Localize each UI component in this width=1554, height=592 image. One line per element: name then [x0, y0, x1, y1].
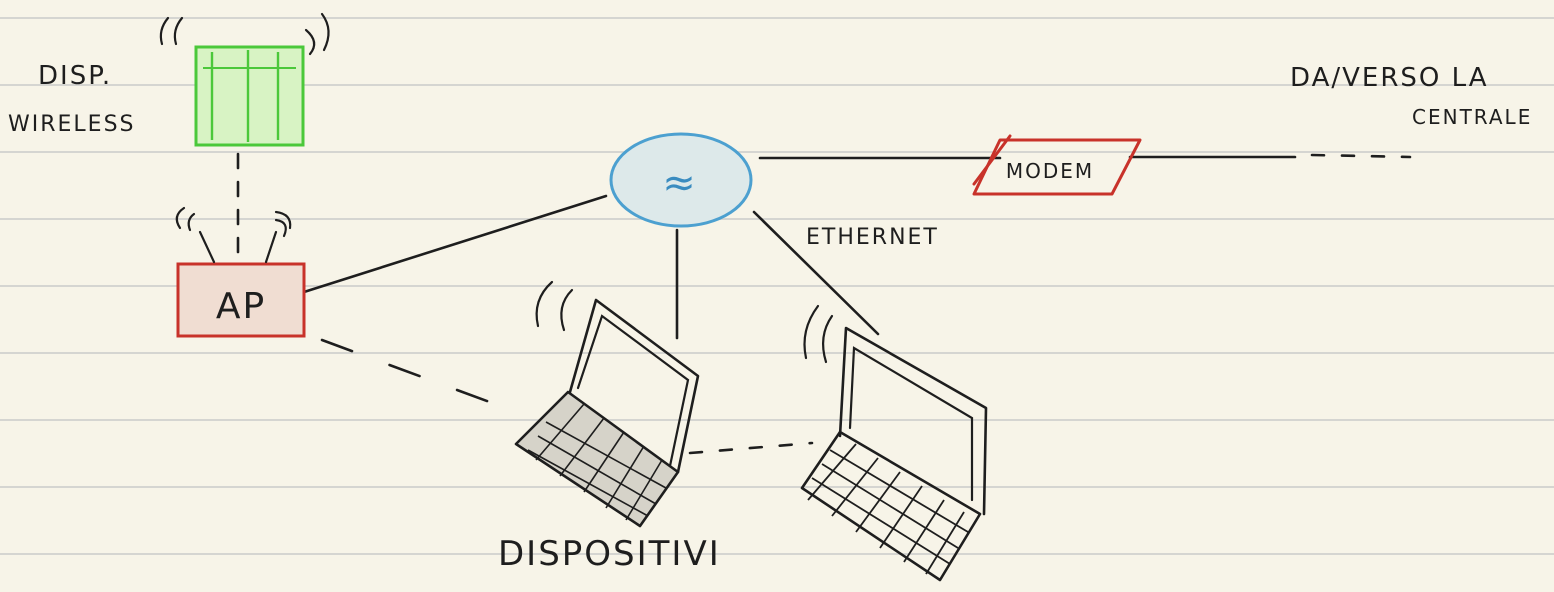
ap-label: AP	[216, 286, 266, 327]
wireless-label-line2: WIRELESS	[8, 112, 136, 137]
laptop-icon	[800, 326, 988, 582]
wifi-signal-icon	[175, 206, 292, 238]
ethernet-label: ETHERNET	[806, 225, 939, 250]
wireless-devices-label: DISP. WIRELESS	[8, 61, 136, 137]
access-point-icon	[176, 230, 306, 338]
wifi-signal-icon	[803, 304, 834, 364]
modem-label: MODEM	[1006, 159, 1094, 183]
central-label: DA/VERSO LA CENTRALE	[1290, 63, 1532, 129]
laptop1-to-laptop2-dashed	[688, 441, 814, 455]
switch-symbol: ≈	[662, 160, 698, 206]
devices-label: DISPOSITIVI	[498, 534, 721, 574]
wireless-device-icon	[194, 45, 305, 147]
modem-icon	[972, 134, 1142, 196]
central-dashed-line	[1310, 153, 1412, 159]
ap-to-laptop1-dashed	[320, 338, 524, 416]
wireless-label-line1: DISP.	[38, 61, 112, 91]
wifi-signal-icon	[159, 12, 330, 56]
switch-icon	[609, 132, 753, 228]
switch-to-laptop2-line	[752, 210, 880, 336]
laptop-icon	[514, 298, 700, 528]
ap-to-switch-line	[302, 194, 608, 294]
central-label-line1: DA/VERSO LA	[1290, 63, 1489, 93]
central-label-line2: CENTRALE	[1412, 105, 1532, 129]
wifi-signal-icon	[535, 280, 574, 332]
